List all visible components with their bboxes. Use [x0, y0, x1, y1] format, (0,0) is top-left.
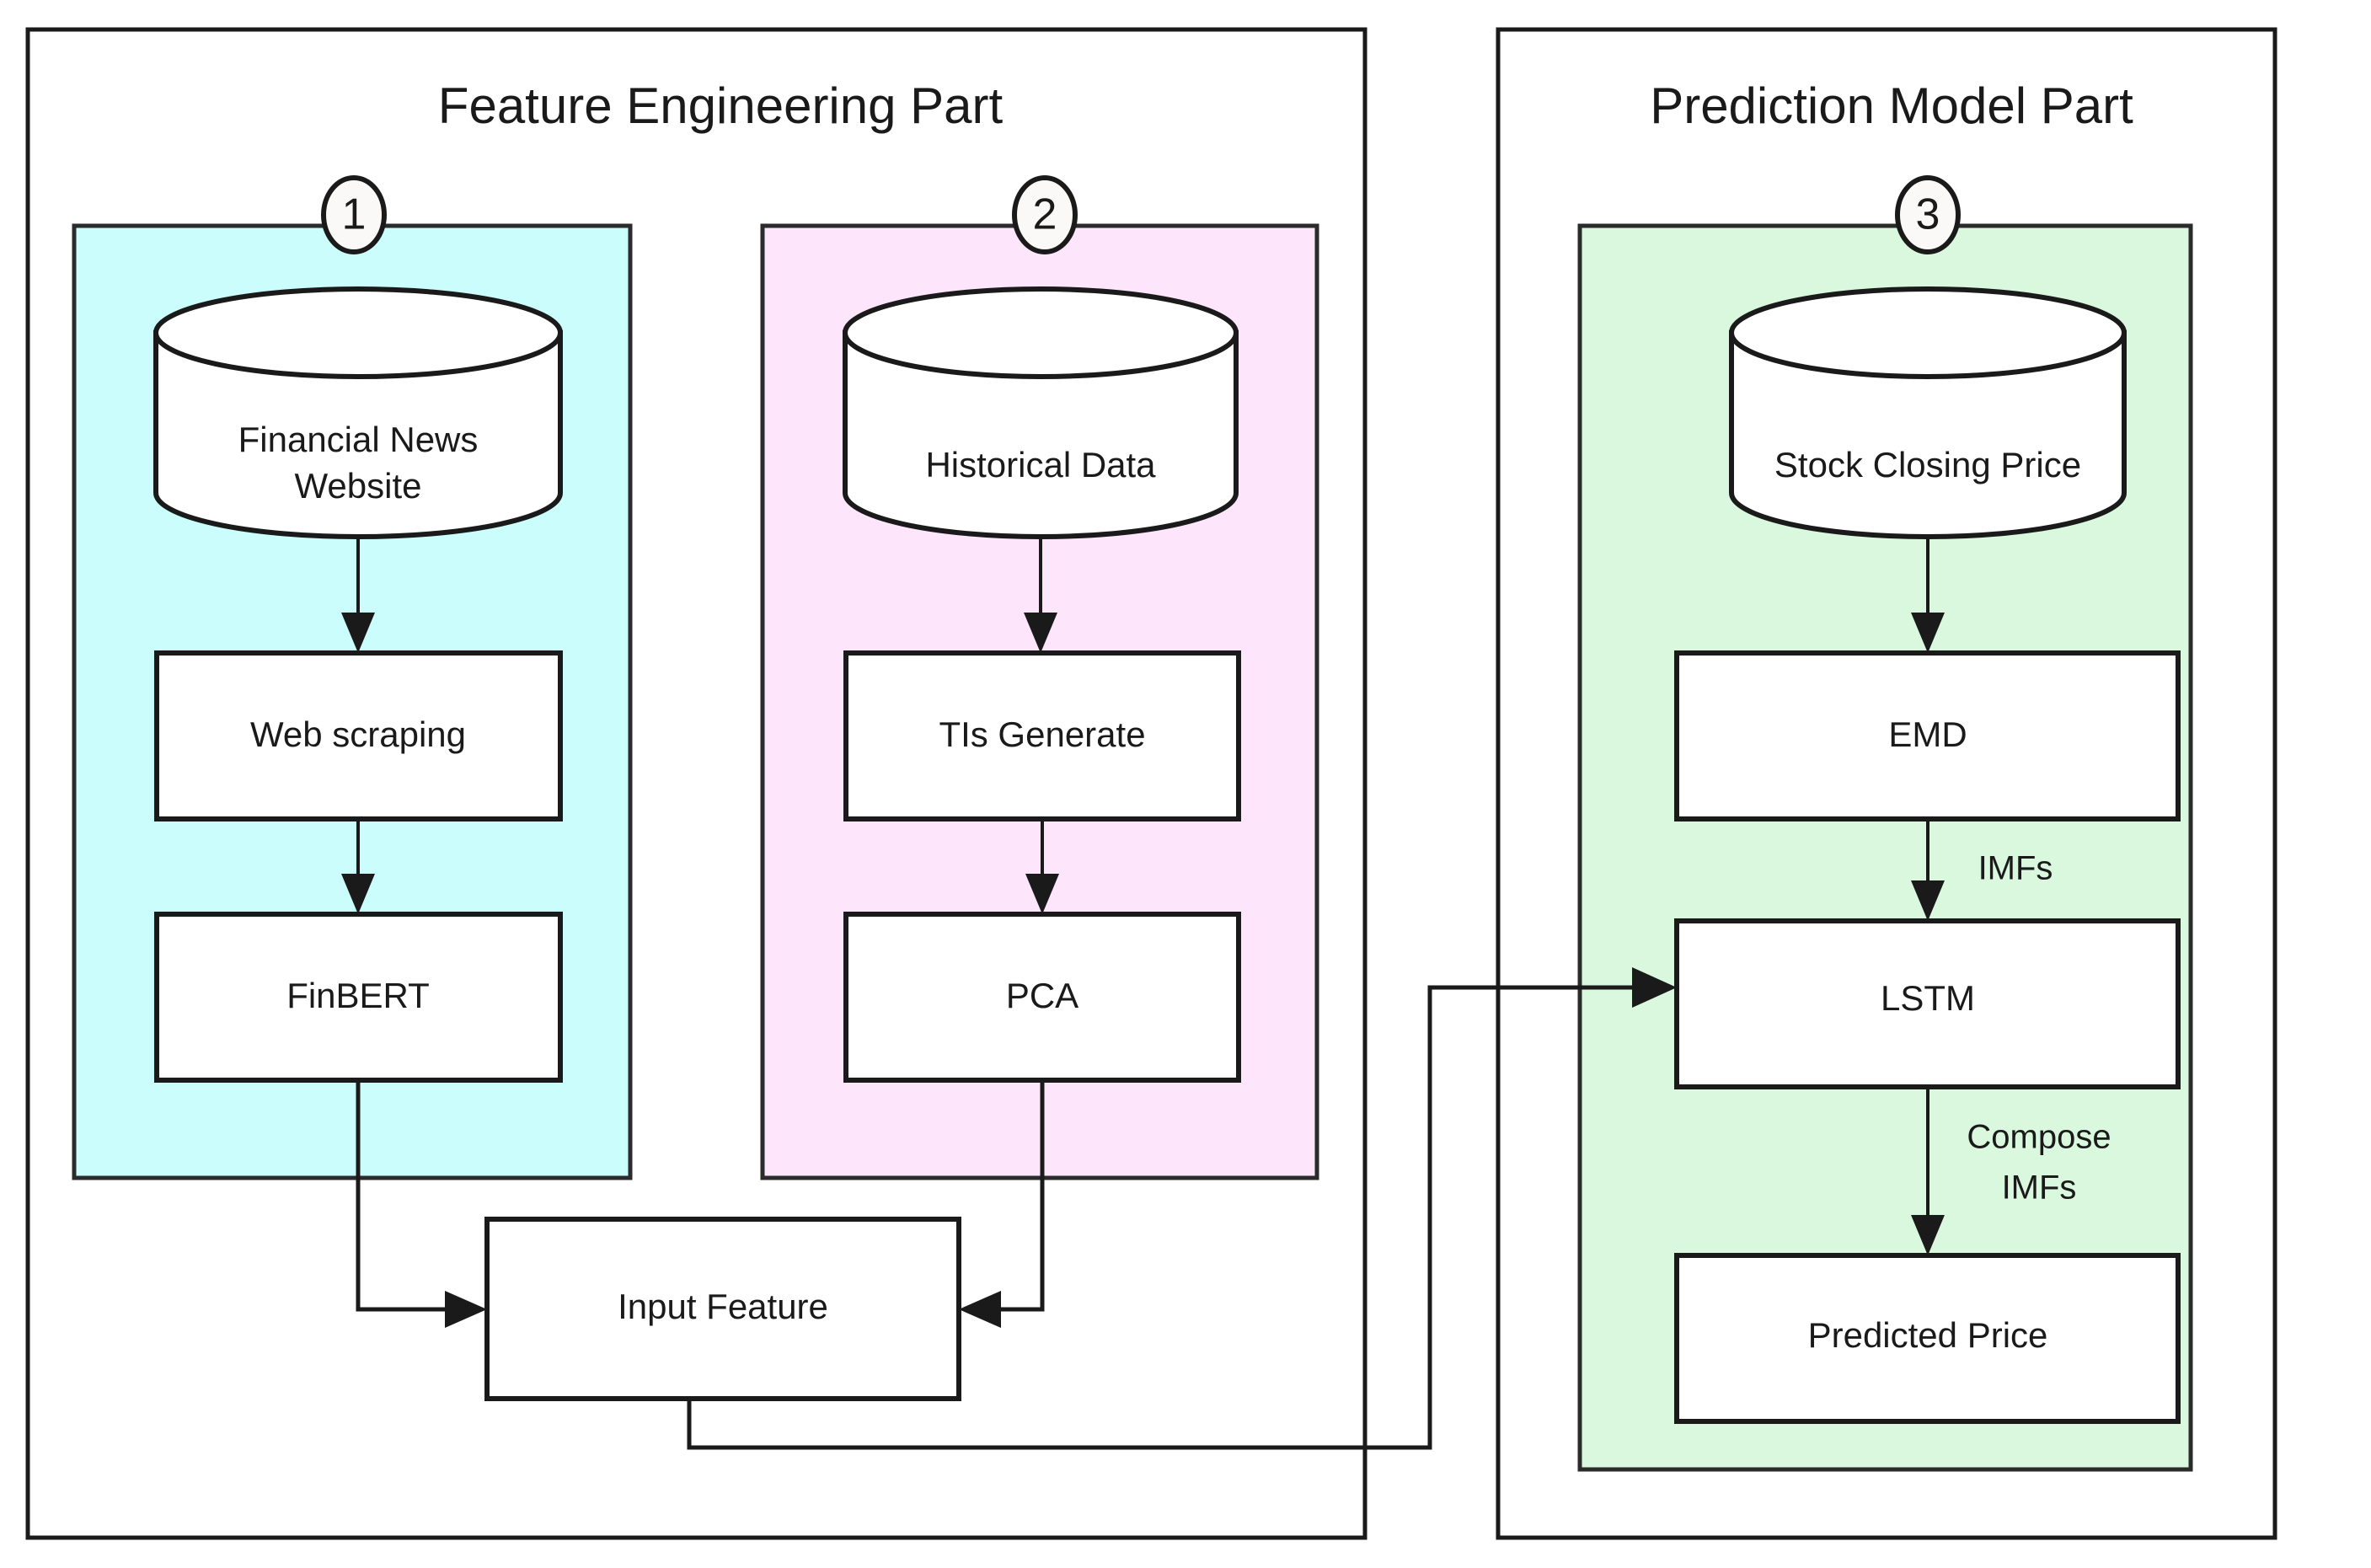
node-tis-generate: TIs Generate: [843, 650, 1241, 821]
edge-input-feature-to-lstm: [687, 967, 1677, 1450]
feature-engineering-title: Feature Engineering Part: [438, 78, 1004, 134]
node-predicted-price: Predicted Price: [1674, 1253, 2181, 1424]
node-label-stock-closing-price: Stock Closing Price: [1774, 445, 2081, 484]
badge-step-3: 3: [1895, 175, 1961, 254]
edge-historical-to-tis: [1024, 537, 1057, 653]
edge-tis-to-pca: [1025, 819, 1059, 914]
node-label-financial-news-line1: Financial News: [238, 420, 479, 459]
edge-label-compose-imfs: IMFs: [2002, 1169, 2077, 1207]
edge-finbert-to-input-feature: [356, 1080, 487, 1328]
node-label-web-scraping: Web scraping: [250, 714, 466, 754]
node-label-input-feature: Input Feature: [618, 1287, 828, 1326]
edge-emd-to-lstm: IMFs: [1911, 819, 2053, 921]
node-label-finbert: FinBERT: [286, 976, 430, 1015]
node-lstm: LSTM: [1674, 918, 2181, 1089]
badge-step-1: 1: [321, 175, 387, 254]
badge-step-1-label: 1: [342, 190, 367, 239]
edge-news-to-webscraping: [341, 537, 375, 653]
edge-pca-to-input-feature: [959, 1080, 1045, 1328]
badge-step-2-label: 2: [1033, 190, 1057, 239]
edge-stock-to-emd: [1911, 537, 1945, 653]
node-web-scraping: Web scraping: [154, 650, 563, 821]
node-historical-data: Historical Data: [843, 286, 1239, 539]
edge-webscraping-to-finbert: [341, 819, 375, 914]
edge-label-compose: Compose: [1967, 1119, 2111, 1156]
node-label-pca: PCA: [1006, 976, 1078, 1015]
badge-step-2: 2: [1012, 175, 1078, 254]
node-label-tis-generate: TIs Generate: [939, 714, 1145, 754]
node-label-emd: EMD: [1888, 714, 1967, 754]
node-label-predicted-price: Predicted Price: [1808, 1315, 2048, 1355]
edge-lstm-to-predicted-price: Compose IMFs: [1911, 1087, 2111, 1255]
edge-label-imfs: IMFs: [1978, 850, 2053, 887]
node-stock-closing-price: Stock Closing Price: [1729, 286, 2127, 539]
node-pca: PCA: [843, 912, 1241, 1083]
node-label-financial-news-line2: Website: [295, 466, 422, 506]
node-emd: EMD: [1674, 650, 2181, 821]
node-financial-news-website: Financial News Website: [153, 286, 563, 539]
node-input-feature: Input Feature: [484, 1217, 961, 1401]
node-label-lstm: LSTM: [1881, 978, 1975, 1018]
node-label-historical-data: Historical Data: [925, 445, 1156, 484]
badge-step-3-label: 3: [1916, 190, 1940, 239]
prediction-model-title: Prediction Model Part: [1650, 78, 2133, 134]
node-finbert: FinBERT: [154, 912, 563, 1083]
